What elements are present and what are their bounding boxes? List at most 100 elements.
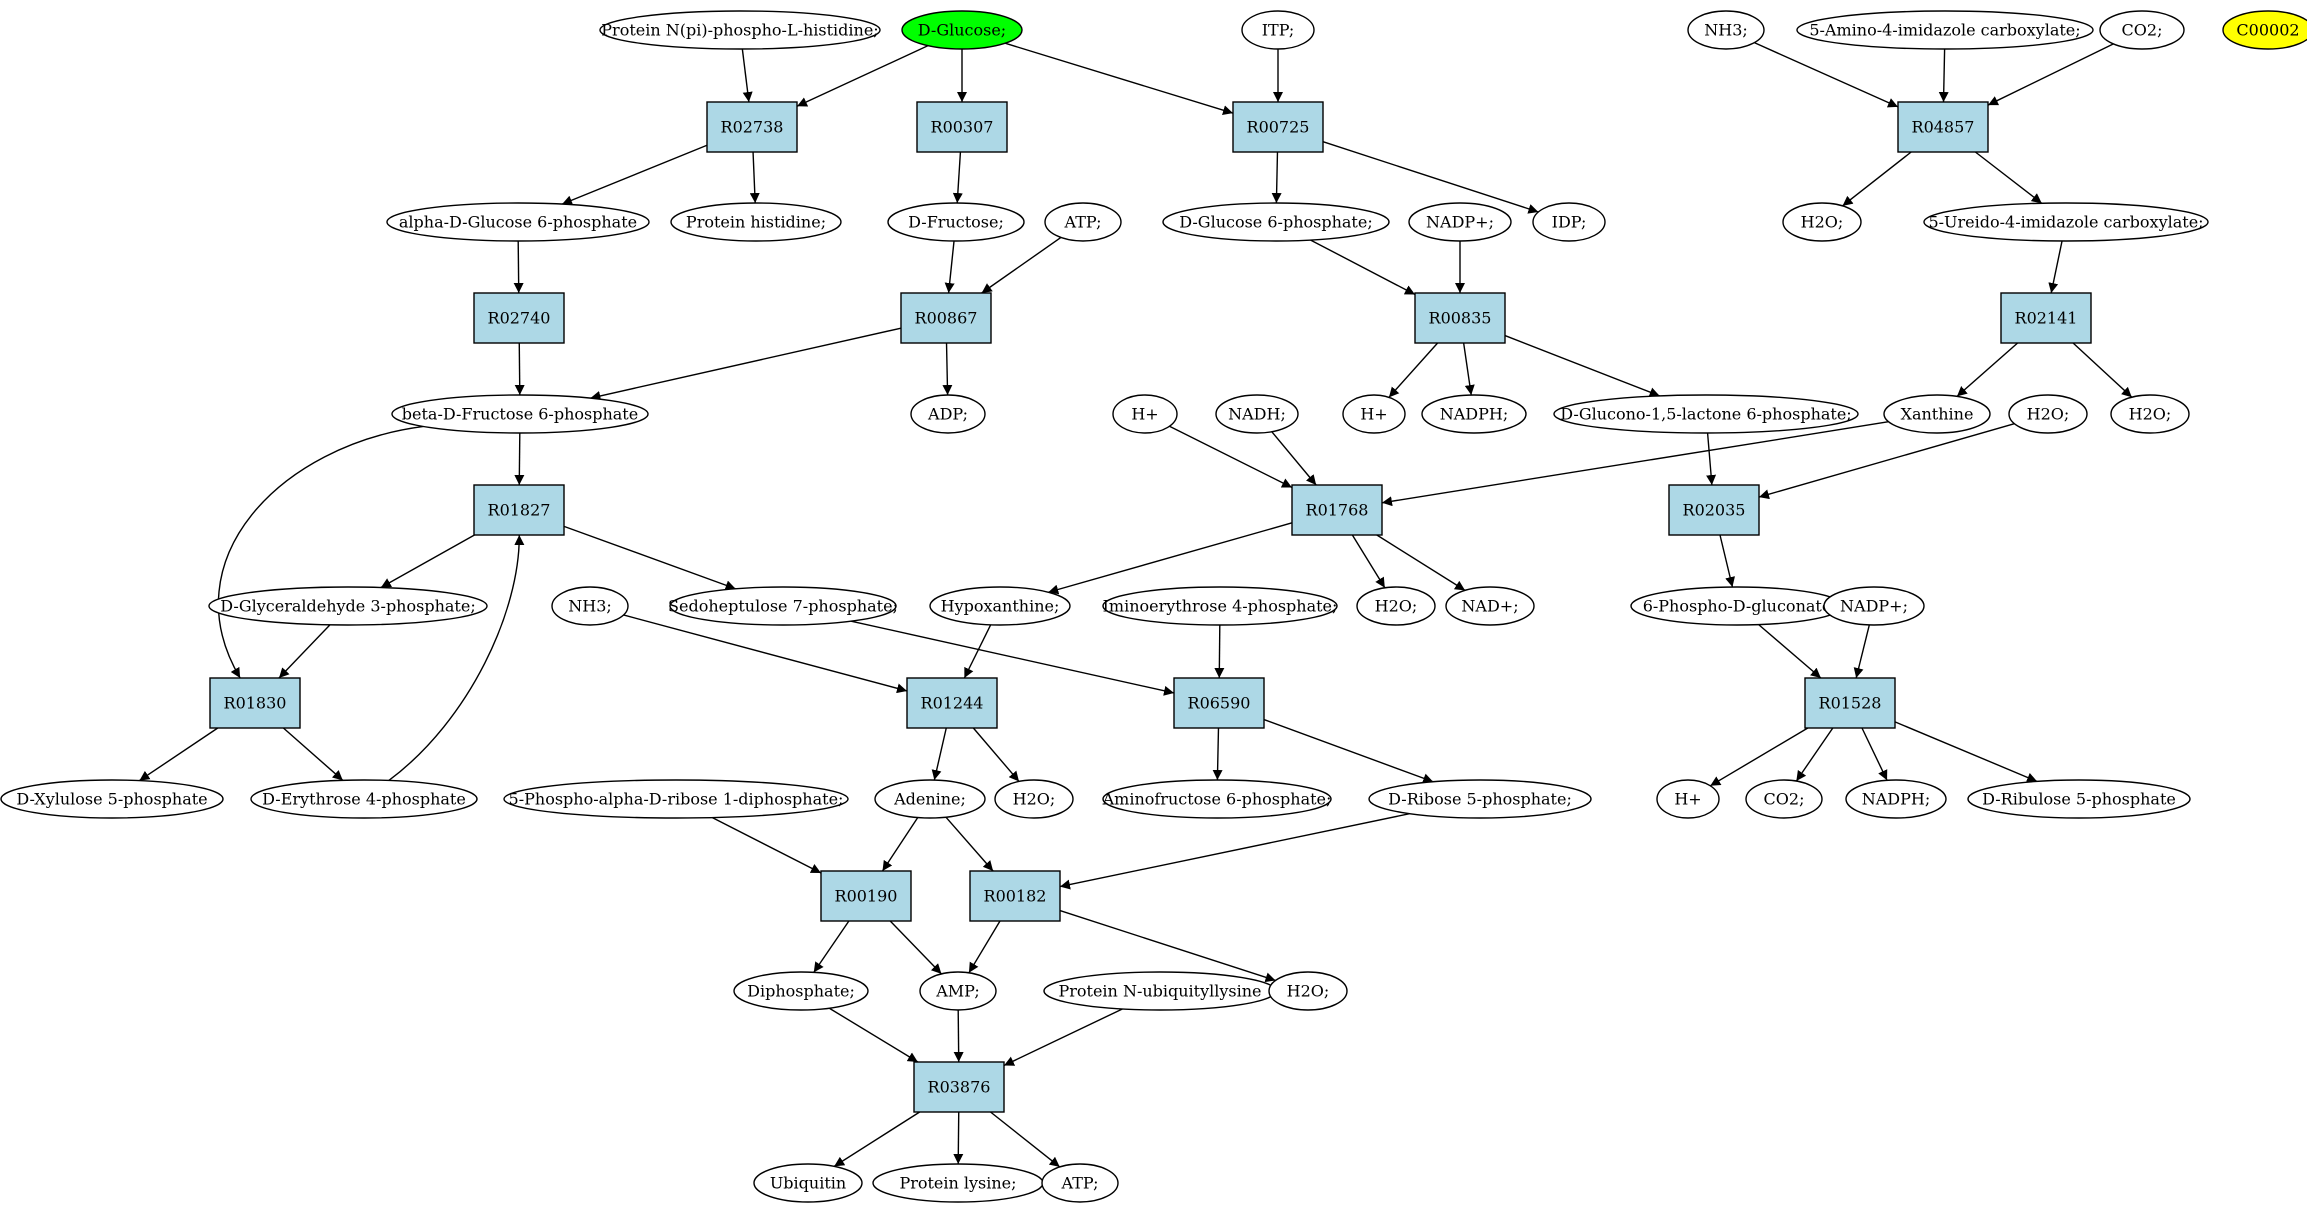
reaction-node-r06590[interactable]: R06590 — [1173, 677, 1265, 729]
metabolite-ellipse — [1745, 779, 1823, 819]
metabolite-ellipse — [1687, 10, 1765, 50]
edge-R00182-to-amp — [968, 920, 1001, 974]
metabolite-node-adenine: Adenine; — [874, 779, 986, 819]
edge-R00307-to-dfructose — [952, 151, 963, 204]
reaction-box — [1232, 101, 1324, 153]
reaction-node-r04857[interactable]: R04857 — [1897, 101, 1989, 153]
metabolite-ellipse — [1102, 586, 1338, 626]
metabolite-label: Ubiquitin — [770, 1174, 846, 1193]
metabolite-node-h2o_r00182: H2O; — [1268, 971, 1348, 1011]
metabolite-label: Protein lysine; — [899, 1174, 1016, 1193]
edge-aica-to-R04857 — [1938, 48, 1949, 103]
metabolite-ellipse — [1923, 202, 2209, 242]
edge-R00182-to-h2o_r00182 — [1059, 909, 1276, 983]
edge-nadh-to-R01768 — [1271, 431, 1317, 486]
reaction-node-r01827[interactable]: R01827 — [473, 484, 565, 536]
reaction-node-r02141[interactable]: R02141 — [2000, 292, 2092, 344]
reaction-node-r00725[interactable]: R00725 — [1232, 101, 1324, 153]
reaction-label: R01768 — [1306, 501, 1369, 520]
metabolite-label: NADP+; — [1426, 213, 1494, 232]
metabolite-label: Protein N(pi)-phospho-L-histidine; — [601, 21, 878, 40]
reaction-node-r02738[interactable]: R02738 — [706, 101, 798, 153]
metabolite-label: 6-Phospho-D-gluconate — [1643, 597, 1832, 616]
edge-bf6p-to-R01830 — [217, 425, 424, 679]
reaction-box — [1897, 101, 1989, 153]
nodes-layer: Protein N(pi)-phospho-L-histidine; D-Gluc… — [0, 10, 2307, 1203]
metabolite-ellipse — [1041, 1163, 1119, 1203]
reaction-node-r02740[interactable]: R02740 — [473, 292, 565, 344]
edge-R04857-to-h2o_r04857 — [1842, 151, 1912, 207]
reaction-node-r01768[interactable]: R01768 — [1291, 484, 1383, 536]
reaction-label: R00835 — [1429, 309, 1492, 328]
metabolite-ellipse — [919, 971, 997, 1011]
reaction-node-r00190[interactable]: R00190 — [820, 870, 912, 922]
reaction-node-r03876[interactable]: R03876 — [913, 1061, 1005, 1113]
metabolite-label: NADPH; — [1862, 790, 1931, 809]
metabolite-node-prot_ub: Protein N-ubiquityllysine — [1043, 971, 1277, 1011]
metabolite-label: H+ — [1360, 405, 1387, 424]
metabolite-ellipse — [1553, 394, 1859, 434]
metabolite-node-atp_bottom: ATP; — [1041, 1163, 1119, 1203]
metabolite-ellipse — [2110, 394, 2190, 434]
reaction-label: R06590 — [1188, 694, 1251, 713]
edge-dglucose-to-R00725 — [1004, 42, 1234, 116]
edge-hypoxanthine-to-R01244 — [963, 624, 992, 679]
metabolite-label: D-Ribose 5-phosphate; — [1388, 790, 1572, 809]
metabolite-node-nadp_right: NADP+; — [1823, 586, 1925, 626]
metabolite-label: Xanthine — [1901, 405, 1974, 424]
metabolite-label: Iminoerythrose 4-phosphate; — [1103, 597, 1338, 616]
metabolite-node-ag6p: alpha-D-Glucose 6-phosphate — [386, 202, 650, 242]
metabolite-node-dfructose: D-Fructose; — [887, 202, 1025, 242]
reaction-node-r01244[interactable]: R01244 — [906, 677, 998, 729]
reaction-label: R02035 — [1683, 501, 1746, 520]
metabolite-node-bf6p: beta-D-Fructose 6-phosphate — [391, 394, 649, 434]
edge-prpp-to-R00190 — [712, 816, 822, 874]
reaction-node-r02035[interactable]: R02035 — [1668, 484, 1760, 536]
edge-diphosphate-to-R03876 — [828, 1007, 919, 1063]
metabolite-node-prot_his: Protein histidine; — [670, 202, 842, 242]
reaction-node-r00307[interactable]: R00307 — [916, 101, 1008, 153]
metabolite-ellipse — [1421, 394, 1527, 434]
metabolite-node-dx5p: D-Xylulose 5-phosphate — [0, 779, 224, 819]
metabolite-node-dgl6p: D-Glucono-1,5-lactone 6-phosphate; — [1553, 394, 1859, 434]
edge-R01528-to-dru5p — [1894, 721, 2038, 783]
reaction-node-r00182[interactable]: R00182 — [969, 870, 1061, 922]
edge-R01827-to-dga3p — [380, 534, 475, 589]
edge-nadp_right-to-R01528 — [1853, 624, 1870, 679]
metabolite-label: Hypoxanthine; — [941, 597, 1060, 616]
metabolite-node-nh3_mid: NH3; — [551, 586, 629, 626]
reaction-node-r01528[interactable]: R01528 — [1804, 677, 1896, 729]
metabolite-node-prot_nphis: Protein N(pi)-phospho-L-histidine; — [599, 10, 881, 50]
metabolite-label: CO2; — [1764, 790, 1805, 809]
reaction-node-r00835[interactable]: R00835 — [1414, 292, 1506, 344]
metabolite-label: H+ — [1131, 405, 1158, 424]
metabolite-ellipse — [733, 971, 869, 1011]
reaction-label: R01244 — [921, 694, 984, 713]
metabolite-ellipse — [1102, 779, 1332, 819]
reaction-box — [820, 870, 912, 922]
edge-amp-to-R03876 — [953, 1009, 964, 1063]
reaction-label: R02141 — [2015, 309, 2078, 328]
metabolite-node-prpp: 5-Phospho-alpha-D-ribose 1-diphosphate; — [503, 779, 849, 819]
metabolite-ellipse — [1112, 394, 1178, 434]
metabolite-node-c00002: C00002 — [2222, 10, 2307, 50]
metabolite-ellipse — [386, 202, 650, 242]
reaction-box — [1668, 484, 1760, 536]
reaction-node-r01830[interactable]: R01830 — [209, 677, 301, 729]
metabolite-node-idp: IDP; — [1532, 202, 1606, 242]
metabolite-ellipse — [551, 586, 629, 626]
reaction-node-r00867[interactable]: R00867 — [900, 292, 992, 344]
metabolite-node-h_a: H+ — [1112, 394, 1178, 434]
metabolite-node-h2o_mid: H2O; — [2008, 394, 2088, 434]
metabolite-label: Sedoheptulose 7-phosphate; — [668, 597, 898, 616]
metabolite-label: NADH; — [1228, 405, 1286, 424]
metabolite-node-nad: NAD+; — [1445, 586, 1535, 626]
reaction-label: R01827 — [488, 501, 551, 520]
metabolite-label: NH3; — [1704, 21, 1748, 40]
metabolite-ellipse — [391, 394, 649, 434]
metabolite-node-nadph_a: NADPH; — [1421, 394, 1527, 434]
metabolite-node-h2o_r01768: H2O; — [1356, 586, 1436, 626]
metabolite-ellipse — [1883, 394, 1991, 434]
metabolite-label: CO2; — [2122, 21, 2163, 40]
metabolite-node-nadp_top: NADP+; — [1408, 202, 1512, 242]
